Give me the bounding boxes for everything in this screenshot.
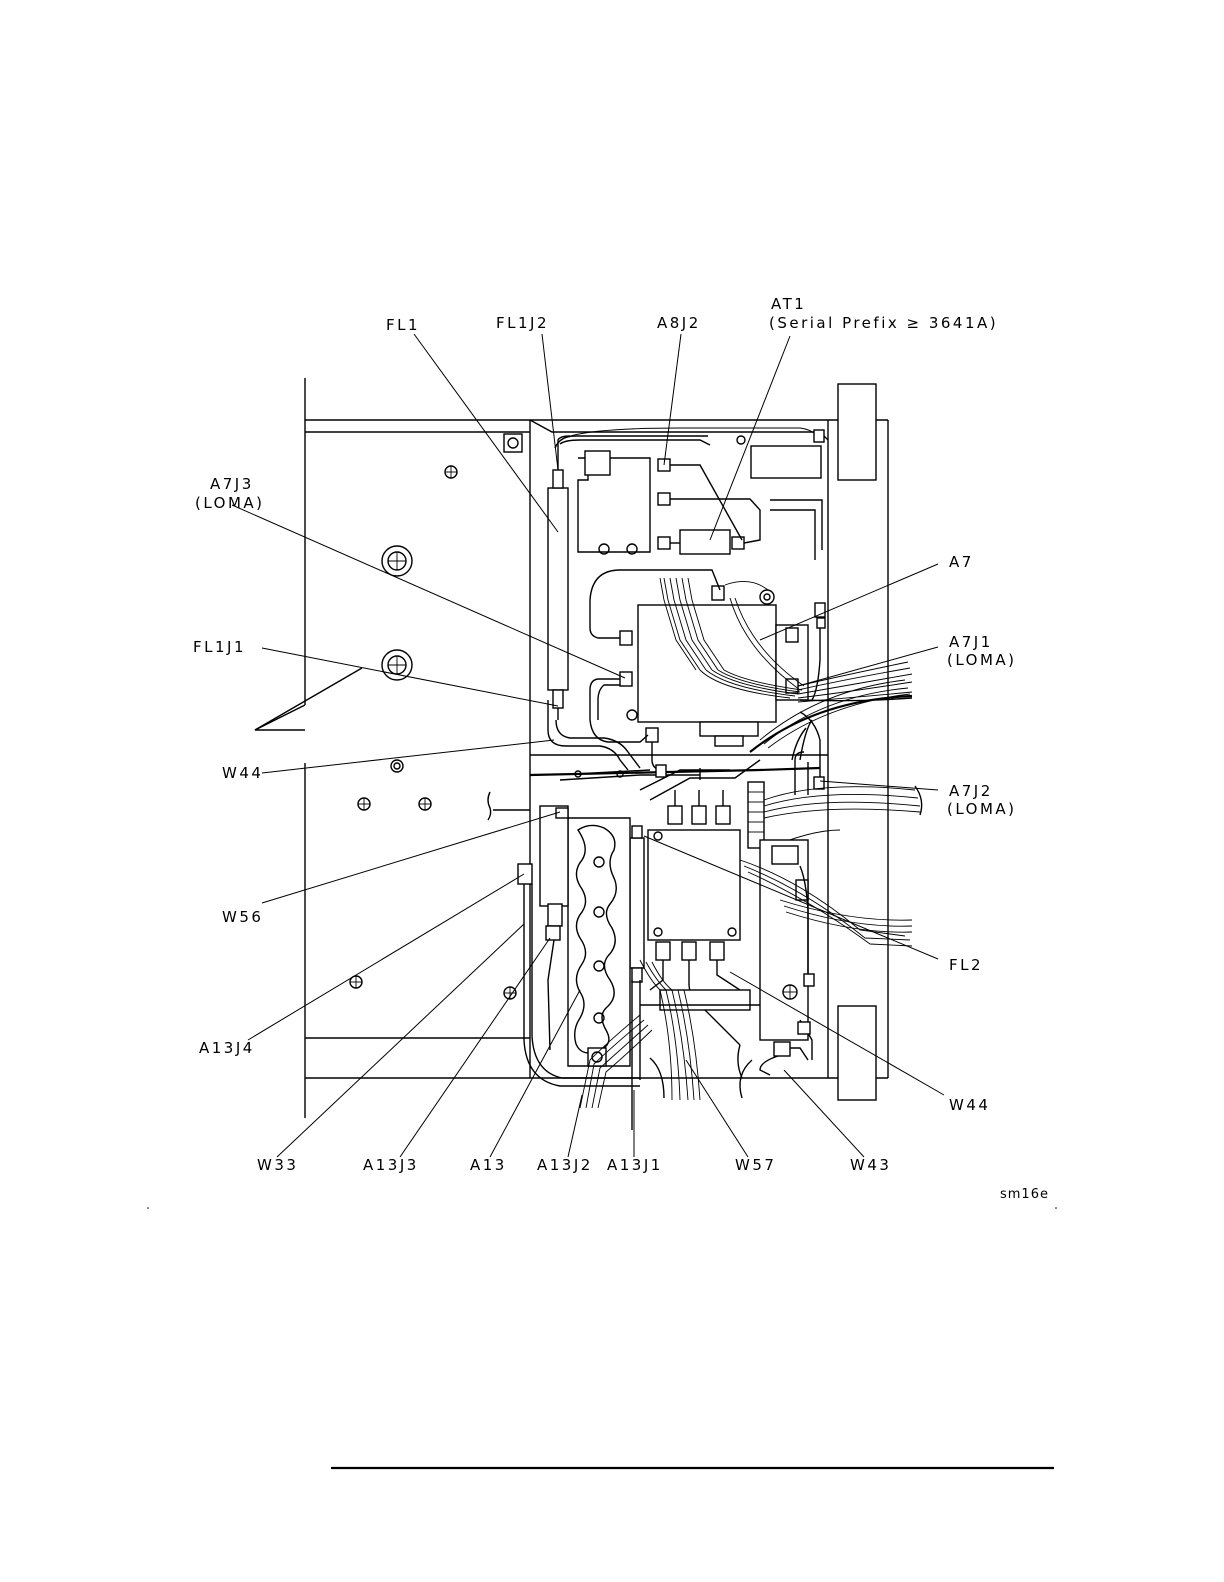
label-w57: W57 xyxy=(735,1156,776,1174)
label-a7j3-note: (LOMA) xyxy=(195,494,265,512)
label-w43: W43 xyxy=(850,1156,891,1174)
label-a13: A13 xyxy=(470,1156,507,1174)
label-a13j3: A13J3 xyxy=(363,1156,419,1174)
screw-icon xyxy=(445,466,457,478)
label-fl2: FL2 xyxy=(949,956,983,974)
label-w44-right: W44 xyxy=(949,1096,990,1114)
label-at1: AT1 xyxy=(771,295,806,313)
screw-icon xyxy=(358,798,370,810)
label-a7j1-note: (LOMA) xyxy=(947,651,1017,669)
label-w33: W33 xyxy=(257,1156,298,1174)
label-w56: W56 xyxy=(222,908,263,926)
fl1-filter xyxy=(548,436,570,720)
label-a7: A7 xyxy=(949,553,974,571)
label-fl1: FL1 xyxy=(386,316,420,334)
screw-icon xyxy=(737,436,745,444)
label-fl1j1: FL1J1 xyxy=(193,638,246,656)
screw-icon xyxy=(391,760,403,772)
label-a7j2-note: (LOMA) xyxy=(947,800,1017,818)
label-a7j3: A7J3 xyxy=(210,475,254,493)
label-a13j4: A13J4 xyxy=(199,1039,255,1057)
screw-icon xyxy=(382,546,412,576)
figure-id: sm16e xyxy=(1000,1187,1049,1202)
label-a7j2: A7J2 xyxy=(949,782,993,800)
a7-module xyxy=(590,570,808,746)
label-w44-left: W44 xyxy=(222,764,263,782)
top-module xyxy=(555,428,824,560)
screw-icon xyxy=(419,798,431,810)
label-a13j2: A13J2 xyxy=(537,1156,593,1174)
label-a8j2: A8J2 xyxy=(657,314,701,332)
label-fl1j2: FL1J2 xyxy=(496,314,549,332)
label-a7j1: A7J1 xyxy=(949,633,993,651)
label-at1-note: (Serial Prefix ≥ 3641A) xyxy=(769,314,998,332)
label-a13j1: A13J1 xyxy=(607,1156,663,1174)
screw-icon xyxy=(504,434,522,452)
screw-icon xyxy=(382,650,412,680)
